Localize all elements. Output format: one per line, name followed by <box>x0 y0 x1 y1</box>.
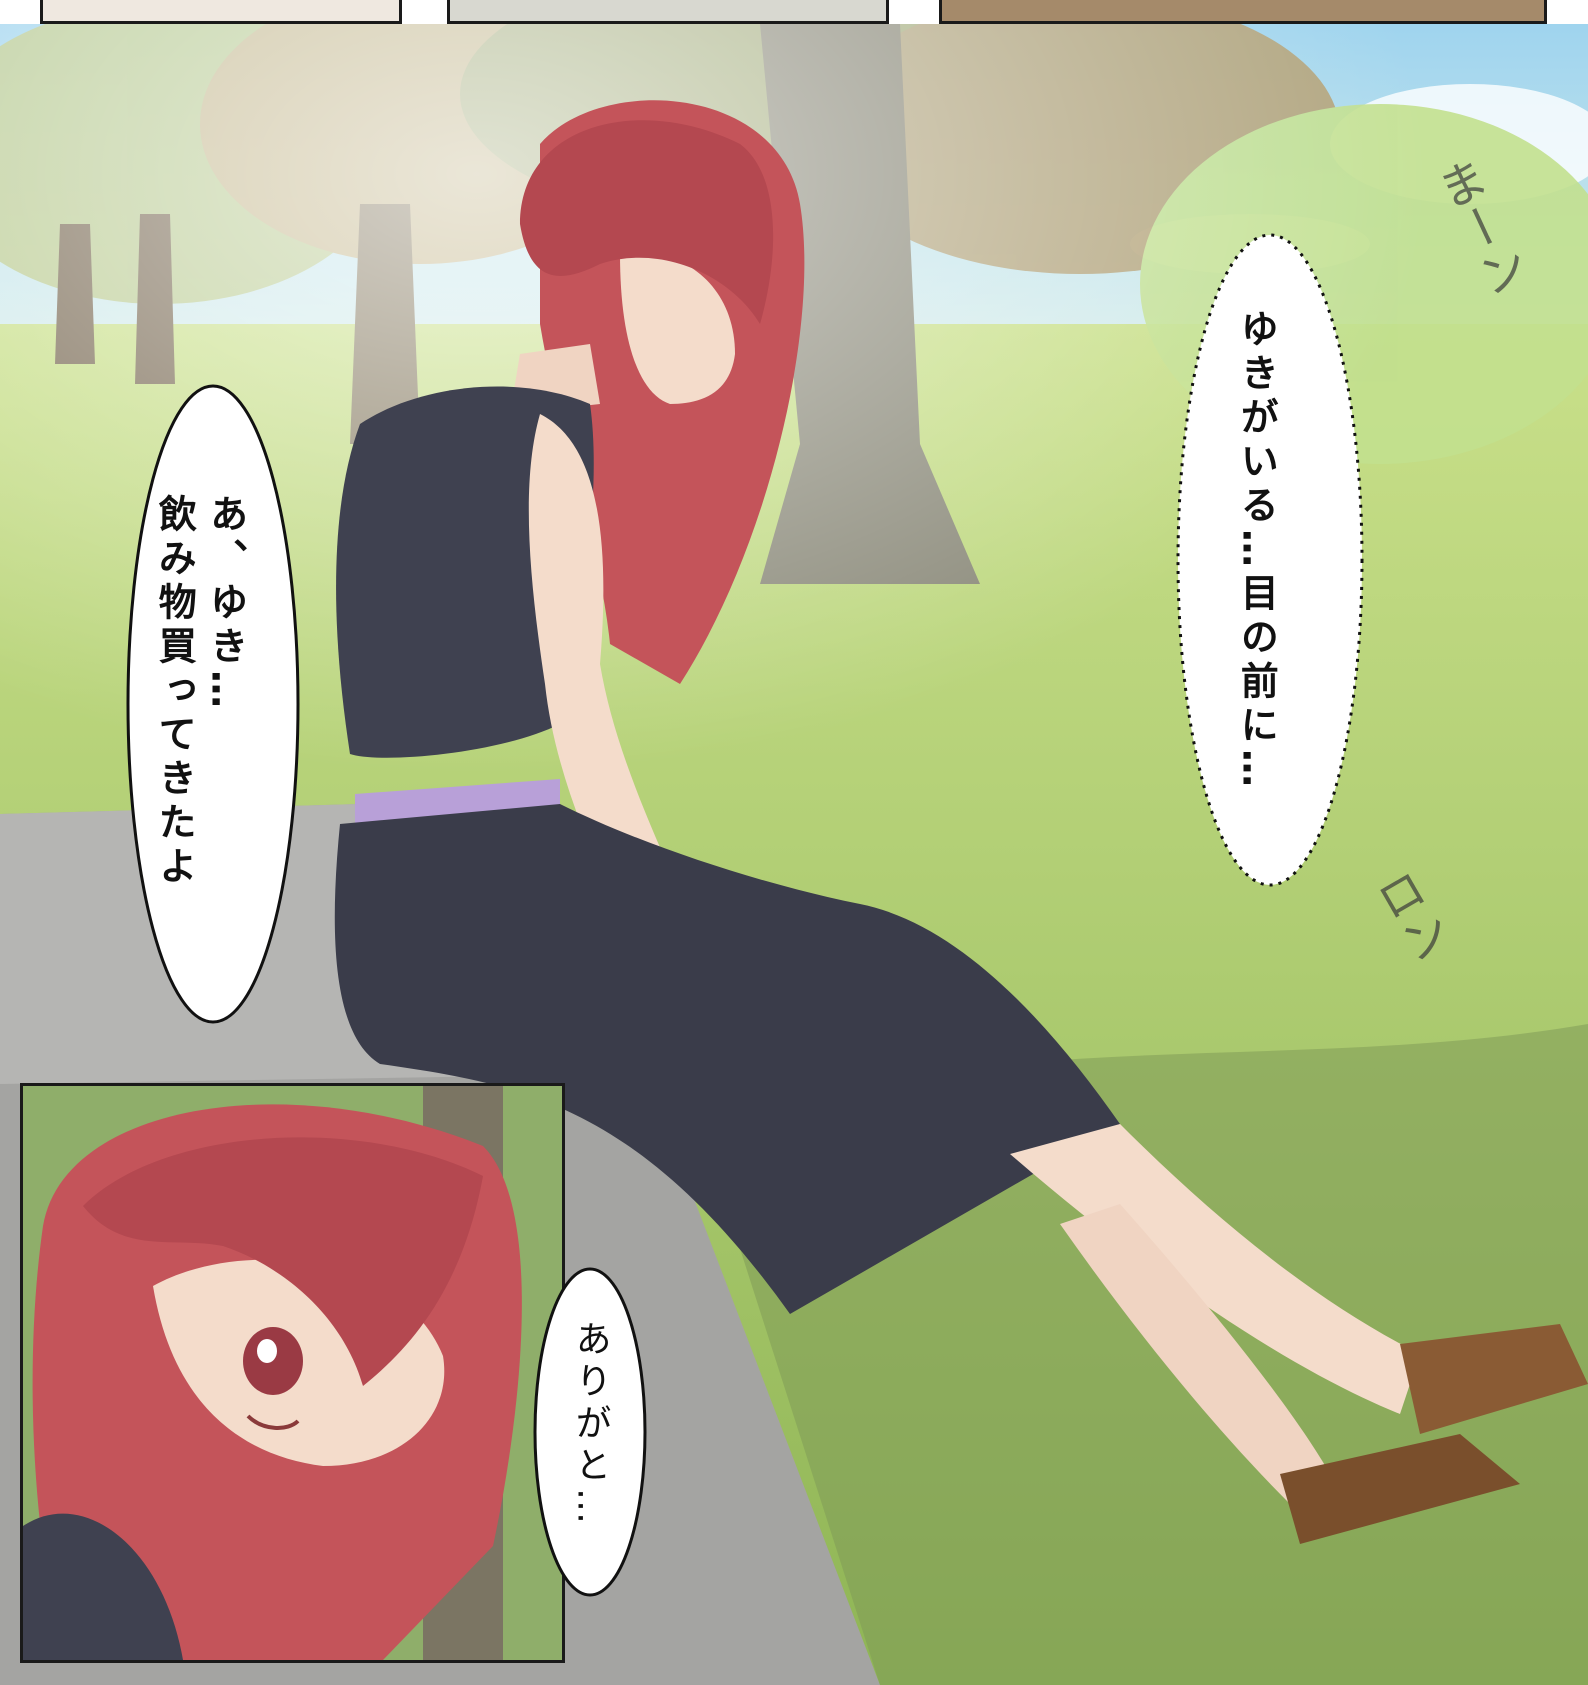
sandal-left <box>1280 1434 1520 1544</box>
thought-bubble <box>1176 233 1364 887</box>
thought-text: ゆきがいる…目の前に… <box>1234 309 1279 793</box>
closeup-scene <box>23 1086 562 1660</box>
speech-bubble-inset <box>533 1267 647 1597</box>
top-panel-middle <box>447 0 889 24</box>
sandal-right <box>1400 1324 1588 1434</box>
top-panel-right <box>939 0 1547 24</box>
speech-text-inset: ありがと… <box>569 1320 611 1530</box>
speech-text-left: あ、ゆき… 飲み物買ってきたよ <box>152 494 248 890</box>
girl-sitting <box>334 100 1588 1544</box>
top-panel-left <box>40 0 402 24</box>
inset-panel <box>20 1083 565 1663</box>
speech-bubble-left <box>126 384 300 1024</box>
